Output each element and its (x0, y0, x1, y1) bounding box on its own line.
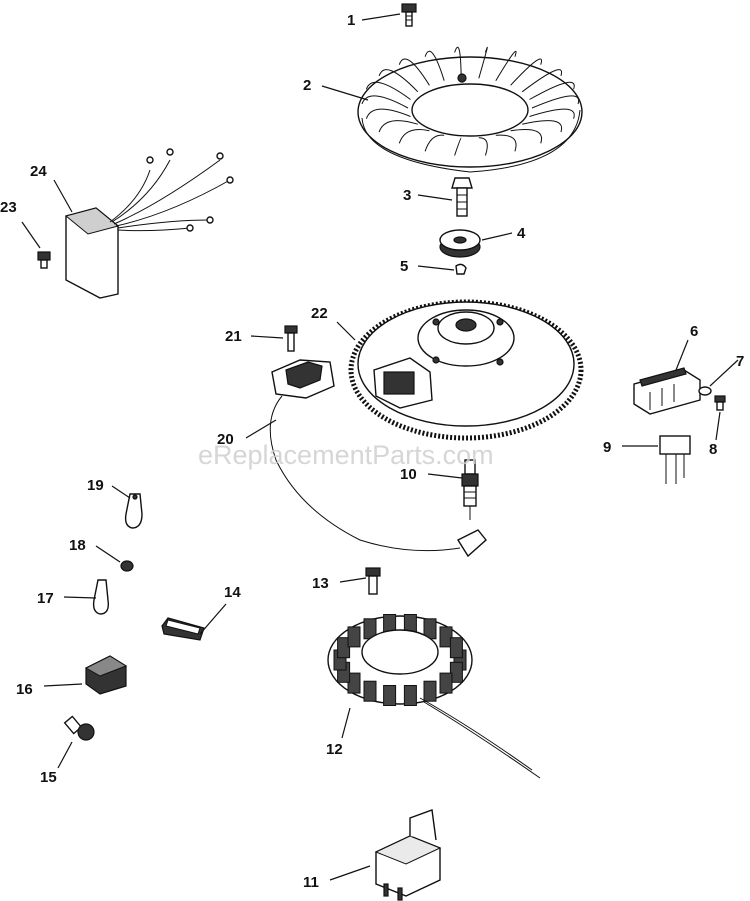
stator-pole (449, 637, 463, 659)
fan-blade (454, 46, 462, 79)
part-3-screw[interactable] (451, 177, 473, 217)
part-2-fan[interactable] (357, 46, 583, 173)
fan-blade (454, 137, 462, 156)
fan-blade (478, 137, 488, 156)
callout-11: 11 (303, 874, 319, 891)
fan-blade (378, 69, 419, 93)
part-5-key[interactable] (455, 263, 467, 275)
fan-blade (495, 50, 517, 81)
callout-4: 4 (517, 225, 526, 242)
fan-blade (521, 69, 563, 93)
fan-blade (529, 108, 575, 119)
callout-18: 18 (69, 537, 86, 554)
part-15-screw[interactable] (63, 715, 95, 741)
part-16-switch[interactable] (84, 655, 128, 695)
stator-pole (439, 672, 453, 694)
fan-blade (361, 95, 409, 109)
fan-blade (424, 134, 445, 152)
callout-8: 8 (709, 441, 717, 458)
callout-16: 16 (16, 681, 33, 698)
callout-9: 9 (603, 439, 611, 456)
part-21-screw[interactable] (284, 325, 298, 352)
callout-13: 13 (312, 575, 329, 592)
callout-10: 10 (400, 466, 417, 483)
callout-21: 21 (225, 328, 242, 345)
stator-pole (423, 680, 437, 702)
part-18-washer[interactable] (120, 560, 134, 572)
stator-pole (337, 637, 351, 659)
callout-7: 7 (736, 353, 744, 370)
part-19-clamp[interactable] (124, 493, 143, 529)
callout-24: 24 (30, 163, 47, 180)
watermark-text: eReplacementParts.com (198, 440, 494, 470)
part-23-screw[interactable] (37, 251, 51, 269)
part-12-stator[interactable] (327, 614, 541, 779)
fan-blade (510, 128, 543, 144)
fan-blade (510, 58, 543, 86)
callout-5: 5 (400, 258, 408, 275)
fan-blade (529, 81, 575, 100)
stator-pole (439, 626, 453, 648)
callout-20: 20 (217, 431, 234, 448)
callout-19: 19 (87, 477, 104, 494)
part-9-connector[interactable] (659, 435, 691, 484)
part-8-screw[interactable] (714, 395, 726, 411)
callout-numbers: 1 2 3 4 5 6 7 8 9 10 11 12 13 14 15 16 1… (0, 12, 744, 891)
fan-blade (424, 50, 445, 81)
part-20-ignition-module[interactable] (269, 359, 487, 558)
fan-blade (365, 81, 411, 100)
fan-blade (398, 128, 430, 144)
stator-pole (403, 685, 417, 706)
callout-14: 14 (224, 584, 241, 601)
fan-blade (531, 95, 580, 109)
callout-3: 3 (403, 187, 411, 204)
leader-lines (21, 13, 739, 881)
part-1-screw[interactable] (401, 3, 417, 27)
fan-blade (522, 120, 563, 133)
callout-22: 22 (311, 305, 328, 322)
stator-pole (347, 626, 361, 648)
stator-pole (383, 685, 397, 706)
part-10-spark-plug[interactable] (461, 459, 479, 520)
part-17-clamp[interactable] (92, 579, 110, 615)
stator-pole (363, 680, 377, 702)
part-4-washer[interactable] (439, 229, 481, 258)
callout-1: 1 (347, 12, 355, 29)
stator-pole (449, 661, 463, 683)
part-6-regulator[interactable] (633, 367, 701, 415)
callout-15: 15 (40, 769, 57, 786)
stator-pole (347, 672, 361, 694)
part-13-screw[interactable] (365, 567, 381, 595)
part-11-relay[interactable] (374, 809, 442, 901)
fan-blade (365, 108, 411, 119)
part-22-flywheel[interactable] (348, 299, 584, 441)
part-24-module[interactable] (64, 148, 234, 299)
callout-2: 2 (303, 77, 311, 94)
fan-blade (378, 120, 418, 133)
fan-blade (398, 58, 430, 86)
fan-blade (478, 46, 488, 79)
fan-blade (495, 134, 517, 152)
callout-23: 23 (0, 199, 17, 216)
part-14-block[interactable] (161, 617, 205, 641)
callout-17: 17 (37, 590, 54, 607)
callout-12: 12 (326, 741, 343, 758)
part-7-washer[interactable] (698, 386, 712, 396)
callout-6: 6 (690, 323, 698, 340)
